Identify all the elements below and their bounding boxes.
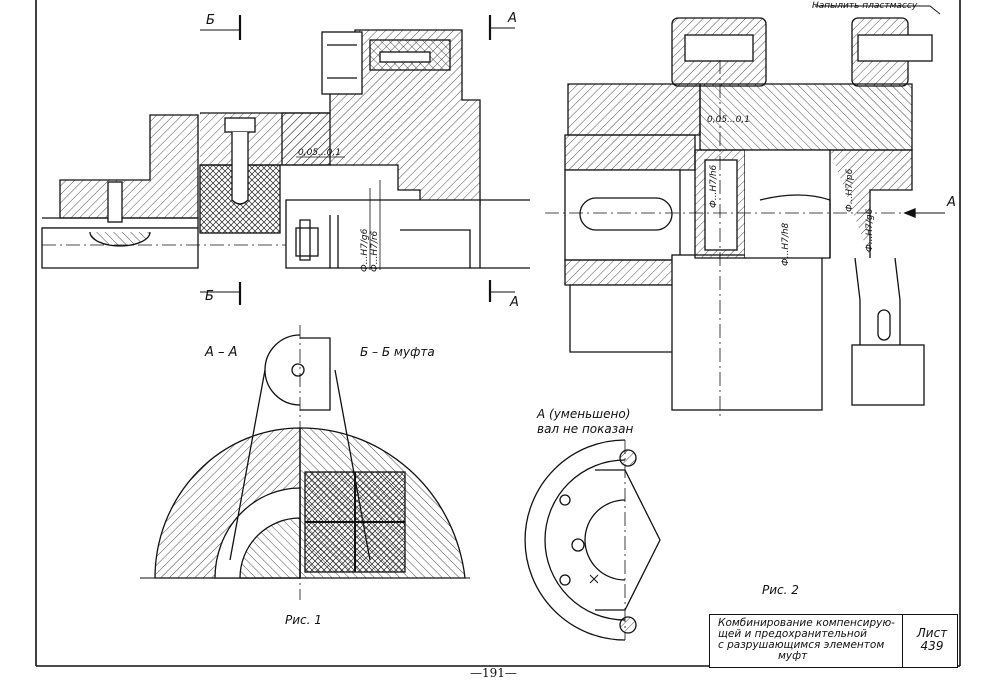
fit-h7g6-label: Ф...H7/g6 <box>360 228 370 272</box>
section-b-bottom-label: Б <box>205 289 214 304</box>
title-block: Комбинирование компенсирую- щей и предох… <box>709 614 958 668</box>
fig1-caption: Рис. 1 <box>285 613 322 627</box>
view-a-reduced-title: А (уменьшено) <box>536 407 630 421</box>
view-a-reduced <box>524 439 661 641</box>
plastic-note: Напылить пластмассу <box>812 1 918 11</box>
title-block-title: Комбинирование компенсирую- щей и предох… <box>718 618 898 662</box>
section-aa-bb-view <box>140 325 470 600</box>
view-aa-label: А – А <box>204 345 238 360</box>
fit-h7p6-label: Ф...H7/p6 <box>845 168 855 212</box>
section-a-top-label: А <box>507 11 517 26</box>
sheet-info: Лист 439 <box>908 627 956 653</box>
fit-h7r6-label: Ф...H7/r6 <box>370 230 380 272</box>
fit-h7h8-label: Ф...H7/h8 <box>781 222 791 266</box>
title-line-4: муфт <box>778 650 808 662</box>
sheet-number: 439 <box>920 639 944 653</box>
fit-h7h6-label: Ф...H7/h6 <box>709 164 719 208</box>
view-a-reduced-subtitle: вал не показан <box>537 422 633 436</box>
view-bb-label: Б – Б муфта <box>360 345 435 359</box>
gap-dimension-2: 0,05...0,1 <box>707 115 750 125</box>
gap-dimension-1: 0,05...0,1 <box>298 148 341 158</box>
view-a-arrow-label: А <box>946 195 956 210</box>
title-line-1: Комбинирование компенсирую- <box>718 617 895 629</box>
fig2-caption: Рис. 2 <box>762 583 799 597</box>
fig2-main-section <box>545 5 945 420</box>
page-number: —191— <box>470 666 517 680</box>
title-block-divider <box>902 615 904 667</box>
fig1-main-section <box>41 15 530 305</box>
section-b-top-label: Б <box>206 13 215 28</box>
title-line-3: с разрушающимся элементом <box>718 639 885 651</box>
sheet-label: Лист <box>916 626 948 640</box>
section-a-bottom-label: А <box>509 295 519 310</box>
title-line-2: щей и предохранительной <box>718 628 867 640</box>
fit-h7g6-b-label: Ф...H7/g6 <box>865 208 875 252</box>
